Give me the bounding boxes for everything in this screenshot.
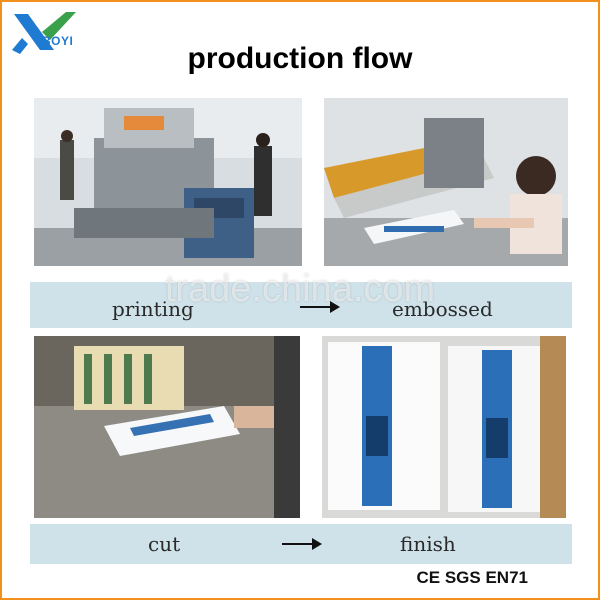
arrow-right-icon xyxy=(300,301,340,313)
step-band-top: printing embossed xyxy=(30,282,572,328)
step-band-bottom: cut finish xyxy=(30,524,572,564)
watermark: trade.china.com xyxy=(164,268,436,310)
photo-embossed xyxy=(324,98,568,266)
arrow-right-icon xyxy=(282,538,322,550)
step-label-embossed: embossed xyxy=(392,297,493,321)
page-title: production flow xyxy=(187,42,413,75)
step-label-cut: cut xyxy=(148,532,181,556)
step-label-finish: finish xyxy=(400,532,456,556)
brand-name: BOYI xyxy=(42,34,74,48)
photo-printing xyxy=(34,98,302,266)
certifications: CE SGS EN71 xyxy=(416,568,529,587)
photo-finish xyxy=(322,336,566,518)
logo-icon xyxy=(12,12,76,54)
step-label-printing: printing xyxy=(112,297,194,321)
photo-cut xyxy=(34,336,300,518)
